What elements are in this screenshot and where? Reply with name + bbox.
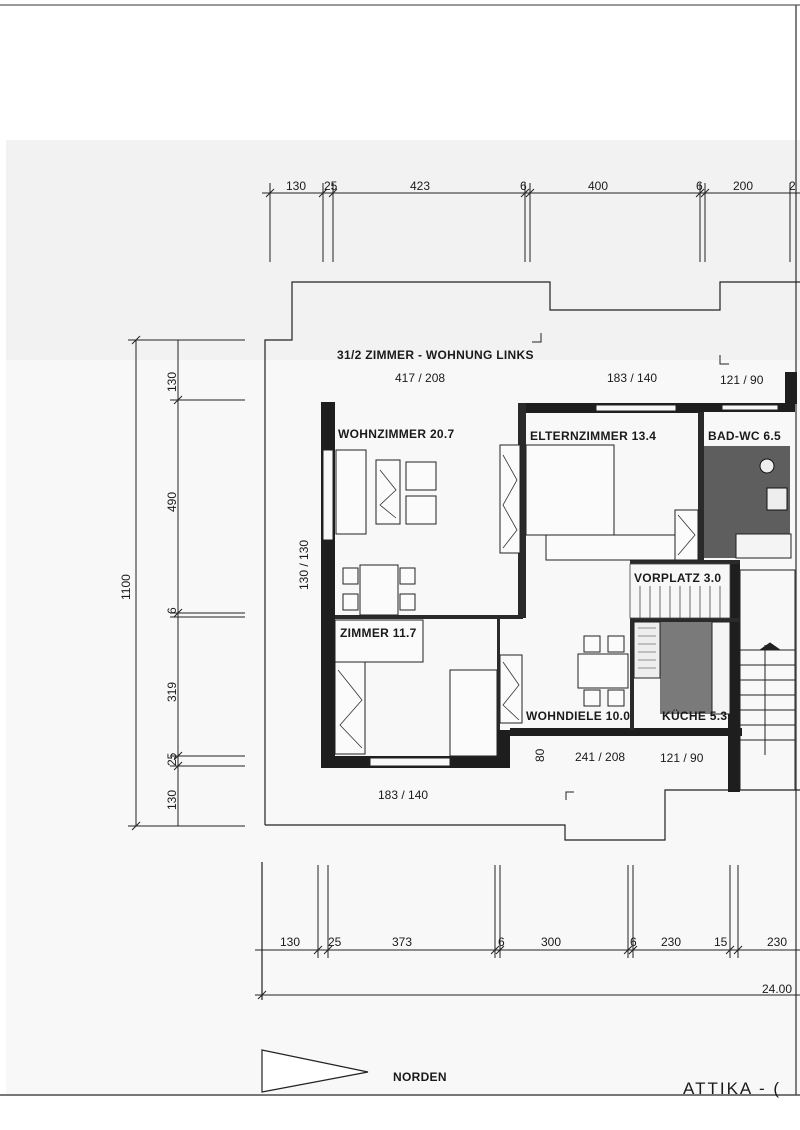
- opening-left: 130 / 130: [297, 540, 311, 590]
- dim-left-6: 130: [165, 790, 179, 810]
- label-vorplatz: VORPLATZ 3.0: [634, 571, 721, 585]
- dim-bottom-3: 373: [392, 935, 412, 949]
- armchair-top: [405, 461, 437, 491]
- dim-left-1: 130: [165, 372, 179, 392]
- desk: [334, 619, 424, 663]
- label-zimmer: ZIMMER 11.7: [340, 626, 417, 640]
- kitchen-stove: [633, 621, 661, 679]
- bath-toilet: [766, 487, 788, 511]
- furniture: [334, 444, 699, 757]
- north-label: NORDEN: [393, 1070, 447, 1084]
- hall-table: [577, 653, 629, 689]
- label-bad-wc: BAD-WC 6.5: [708, 429, 781, 443]
- kitchen-fridge: [711, 621, 731, 715]
- opening-top-1: 417 / 208: [395, 371, 445, 385]
- chair: [607, 689, 625, 707]
- bath-tub: [735, 533, 792, 559]
- label-wohndiele: WOHNDIELE 10.0: [526, 709, 630, 723]
- bed-single: [449, 669, 498, 757]
- wood-grain-marks: [337, 454, 696, 749]
- cabinet-living: [499, 444, 521, 554]
- opening-small: 80: [533, 748, 547, 762]
- opening-top-2: 183 / 140: [607, 371, 657, 385]
- chair: [342, 593, 359, 611]
- plan-title: 31/2 ZIMMER - WOHNUNG LINKS: [337, 348, 534, 362]
- chair: [399, 593, 416, 611]
- scan-shading-lower: [6, 360, 800, 1095]
- dim-bottom-4: 6: [498, 935, 505, 949]
- kitchen-stove-burners: [638, 627, 656, 669]
- bath-washbasin: [759, 458, 775, 474]
- bottom-dimension-values: 130 25 373 6 300 6 230 15 230 24.00: [280, 935, 792, 996]
- top-dimension-values: 130 25 423 6 400 6 200 2: [286, 179, 796, 193]
- dim-left-3: 6: [165, 607, 179, 614]
- stairwell: [739, 569, 796, 791]
- chair: [342, 567, 359, 585]
- dim-bottom-5: 300: [541, 935, 561, 949]
- dim-top-4: 6: [520, 179, 527, 193]
- opening-top-3: 121 / 90: [720, 373, 764, 387]
- interior-walls: [335, 403, 740, 730]
- terrace-outline: [261, 281, 800, 1000]
- vorplatz-built-in-wardrobe: [629, 563, 731, 619]
- opening-dimensions: 417 / 208 183 / 140 121 / 90 130 / 130 1…: [297, 371, 764, 802]
- corner-marks: [532, 333, 729, 800]
- dim-top-7: 200: [733, 179, 753, 193]
- bottom-dimension-chain: [255, 865, 800, 1000]
- chair: [583, 689, 601, 707]
- dim-bottom-7: 230: [661, 935, 681, 949]
- top-dimension-chain: [262, 183, 800, 262]
- dim-bottom-9: 230: [767, 935, 787, 949]
- label-wohnzimmer: WOHNZIMMER 20.7: [338, 427, 455, 441]
- dim-top-3: 423: [410, 179, 430, 193]
- wardrobe-room: [334, 661, 366, 755]
- opening-bottom-3: 121 / 90: [660, 751, 704, 765]
- dim-bottom-total: 24.00: [762, 982, 792, 996]
- dim-left-5: 25: [165, 752, 179, 766]
- room-labels: WOHNZIMMER 20.7 ELTERNZIMMER 13.4 BAD-WC…: [338, 427, 781, 723]
- wardrobe-bedroom: [674, 509, 699, 561]
- bed-footboard-area: [545, 534, 687, 561]
- dim-top-6: 6: [696, 179, 703, 193]
- dim-bottom-6: 6: [630, 935, 637, 949]
- hall-cabinet: [499, 654, 523, 724]
- north-arrow-icon: [261, 1049, 369, 1093]
- double-bed: [525, 444, 615, 536]
- sofa: [335, 449, 367, 535]
- scan-shading: [6, 140, 800, 360]
- dim-bottom-8: 15: [714, 935, 728, 949]
- left-dimension-chain: [128, 335, 245, 831]
- chair: [583, 635, 601, 653]
- opening-bottom-2: 241 / 208: [575, 750, 625, 764]
- dim-left-4: 319: [165, 682, 179, 702]
- armchair-left: [375, 459, 401, 525]
- armchair-bottom: [405, 495, 437, 525]
- dim-bottom-2: 25: [328, 935, 342, 949]
- dim-top-1: 130: [286, 179, 306, 193]
- kitchen-tiled-floor: [660, 622, 712, 714]
- label-kueche: KÜCHE 5.3: [662, 708, 727, 723]
- dim-left-2: 490: [165, 492, 179, 512]
- left-dimension-values: 1100 130 490 6 319 25 130: [119, 372, 179, 810]
- opening-bottom-1: 183 / 140: [378, 788, 428, 802]
- window-openings: [322, 404, 779, 767]
- chair: [399, 567, 416, 585]
- dim-top-5: 400: [588, 179, 608, 193]
- dim-top-8: 2: [789, 179, 796, 193]
- dim-left-total: 1100: [119, 574, 133, 600]
- chair: [607, 635, 625, 653]
- sheet-title: ATTIKA - (: [683, 1079, 781, 1098]
- dim-top-2: 25: [324, 179, 338, 193]
- dim-bottom-1: 130: [280, 935, 300, 949]
- dining-table: [359, 564, 399, 616]
- label-elternzimmer: ELTERNZIMMER 13.4: [530, 429, 656, 443]
